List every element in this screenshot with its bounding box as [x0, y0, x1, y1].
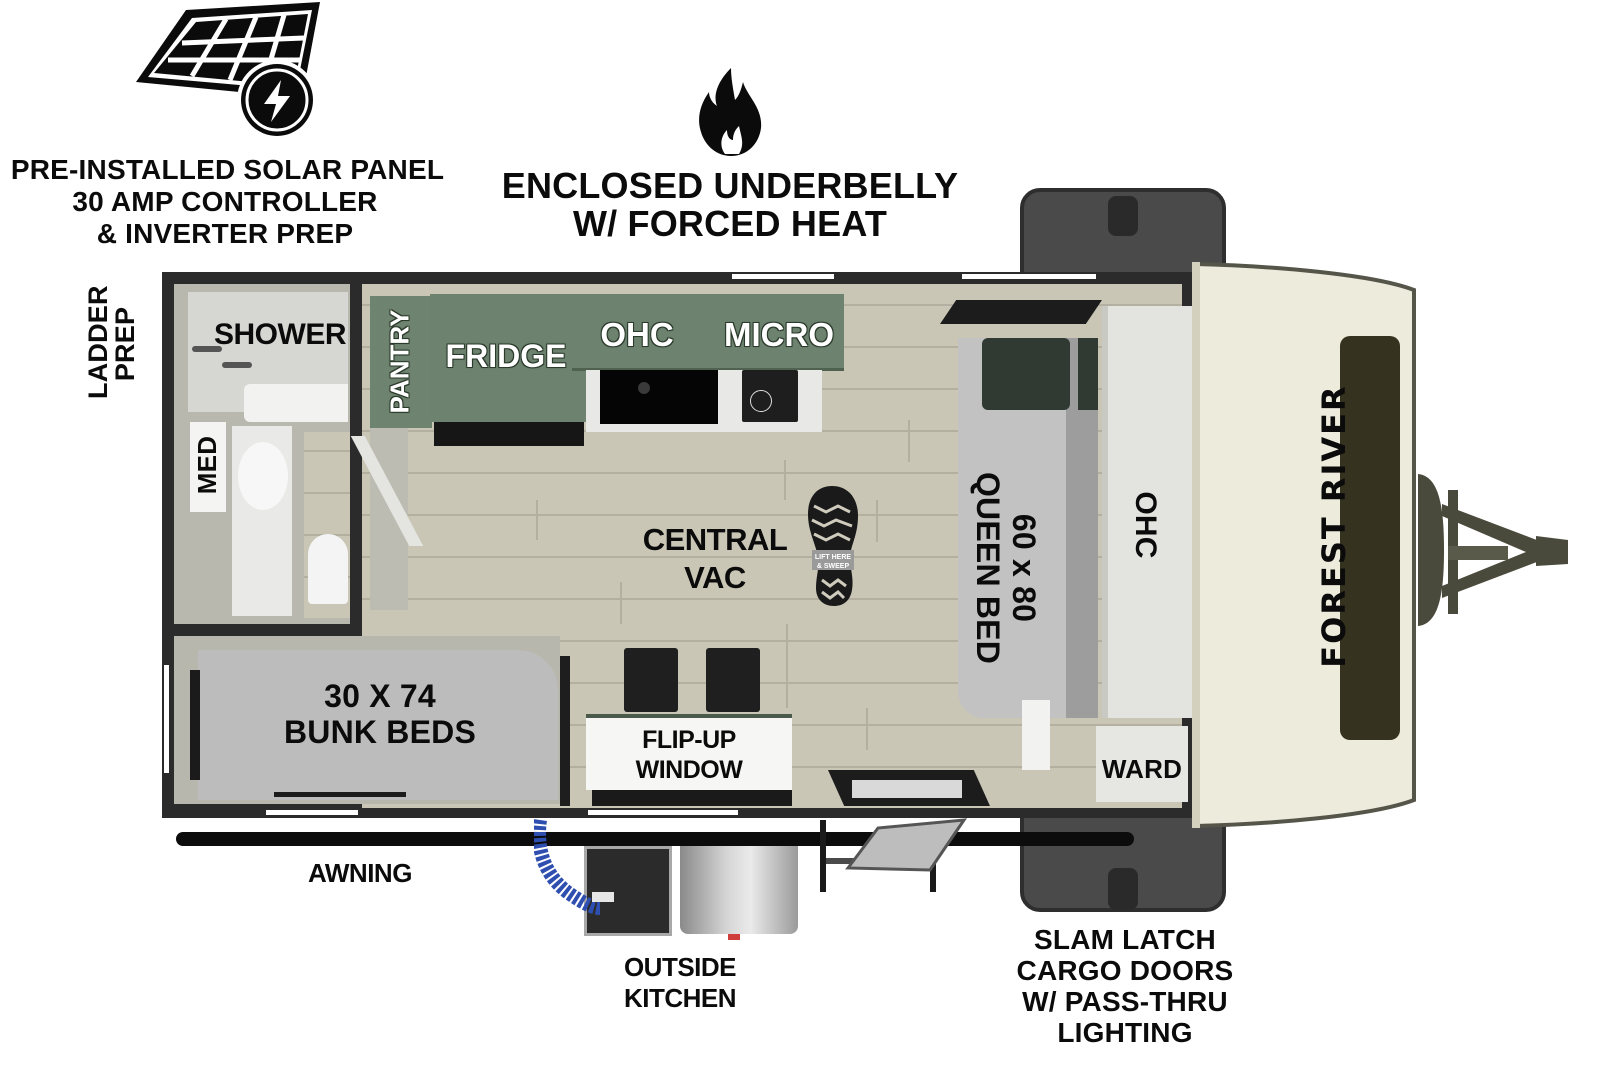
- plank-seam: [908, 420, 910, 462]
- shower-fixture-1: [192, 346, 222, 352]
- med-label: MED: [192, 435, 222, 495]
- solar-line-1: PRE-INSTALLED SOLAR PANEL: [10, 154, 445, 185]
- cooktop[interactable]: [742, 370, 798, 422]
- brand-logo: FOREST RIVER: [1315, 384, 1353, 668]
- cargo-door-top[interactable]: [1020, 188, 1226, 288]
- fridge-label: FRIDGE: [445, 338, 567, 374]
- window-top-1: [732, 274, 834, 279]
- bunk-foot-rail: [274, 792, 406, 797]
- queen-bed-label: 60 x 80 QUEEN BED: [960, 468, 1042, 668]
- trailer-hitch: [1418, 474, 1568, 626]
- solar-panel-icon: [136, 2, 320, 140]
- pillow-1: [982, 338, 1070, 410]
- grill-knob: [728, 934, 740, 940]
- fridge-shadow: [434, 422, 584, 446]
- cargo-line-4: LIGHTING: [1057, 1017, 1193, 1048]
- bunk-partition: [560, 656, 570, 806]
- bed-type: QUEEN BED: [970, 471, 1006, 665]
- cargo-latch-bottom: [1108, 868, 1138, 910]
- bathroom: SHOWER MED: [174, 284, 350, 624]
- plank-seam: [786, 624, 788, 708]
- solar-line-3: & INVERTER PREP: [96, 218, 354, 249]
- ladder-prep-label: LADDER PREP: [83, 285, 149, 399]
- cargo-latch-top: [1108, 196, 1138, 236]
- bed-size: 60 x 80: [1006, 513, 1042, 623]
- chair-right[interactable]: [706, 648, 760, 712]
- pillow-2: [1078, 338, 1098, 410]
- window-bottom-2: [588, 810, 738, 815]
- sink-drain: [638, 382, 650, 394]
- kitchen-ohc-label: OHC: [600, 316, 674, 353]
- flip-up-line-2: WINDOW: [635, 756, 743, 784]
- svg-text:& SWEEP: & SWEEP: [817, 563, 850, 570]
- awning-label: AWNING: [308, 858, 412, 888]
- bunk-mattress[interactable]: [198, 650, 558, 800]
- nightstand: [1022, 700, 1050, 770]
- cargo-line-1: SLAM LATCH: [1034, 924, 1216, 955]
- window-bottom-1: [266, 810, 358, 815]
- kitchen-cabinets: PANTRY FRIDGE OHC MICRO: [364, 290, 844, 450]
- overhead-cabinets[interactable]: [572, 294, 844, 371]
- flame-icon: [699, 68, 762, 156]
- central-vac-line-1: CENTRAL: [642, 522, 788, 557]
- med-cabinet: [190, 422, 226, 512]
- toilet: [308, 534, 348, 604]
- micro-label: MICRO: [724, 316, 834, 353]
- sink: [238, 442, 288, 510]
- entry-step[interactable]: [818, 818, 968, 898]
- floor-vent-glass: [852, 780, 962, 798]
- ladder-line-2: PREP: [110, 306, 140, 382]
- window-rear: [164, 665, 169, 773]
- shower-label: SHOWER: [214, 318, 347, 351]
- underbelly-line-1: ENCLOSED UNDERBELLY: [501, 165, 959, 206]
- boot-print-icon[interactable]: LIFT HERE & SWEEP: [806, 484, 860, 608]
- flip-up-table[interactable]: [586, 714, 792, 790]
- flip-up-window-frame[interactable]: [592, 790, 792, 806]
- bedroom-ohc-label: OHC: [1129, 491, 1162, 559]
- cargo-line-3: W/ PASS-THRU: [1022, 986, 1228, 1017]
- fridge[interactable]: [430, 294, 588, 422]
- ladder-line-1: LADDER: [83, 285, 113, 399]
- pantry-label: PANTRY: [384, 309, 415, 414]
- plank-seam: [784, 460, 786, 500]
- plank-seam: [866, 708, 868, 750]
- outside-sink: [584, 846, 672, 936]
- outside-kitchen-line-1: OUTSIDE: [623, 952, 737, 982]
- bunk-ladder-rail: [190, 670, 200, 780]
- outside-kitchen-line-2: KITCHEN: [623, 983, 737, 1013]
- plank-seam: [536, 500, 538, 540]
- plank-seam: [876, 500, 878, 542]
- outside-kitchen[interactable]: [584, 822, 824, 940]
- plank-seam: [620, 582, 622, 624]
- shower-curb: [244, 384, 348, 422]
- flip-up-line-1: FLIP-UP: [642, 726, 736, 754]
- cargo-feature: SLAM LATCH CARGO DOORS W/ PASS-THRU LIGH…: [990, 926, 1260, 1067]
- ward-label: WARD: [1101, 754, 1183, 784]
- burner: [750, 390, 772, 412]
- solar-line-2: 30 AMP CONTROLLER: [72, 186, 378, 217]
- pantry: [370, 296, 432, 428]
- shower-fixture-2: [222, 362, 252, 368]
- cargo-line-2: CARGO DOORS: [1016, 955, 1234, 986]
- underbelly-feature: ENCLOSED UNDERBELLY W/ FORCED HEAT: [490, 60, 970, 250]
- water-hose-icon: [534, 819, 614, 915]
- solar-feature: PRE-INSTALLED SOLAR PANEL 30 AMP CONTROL…: [0, 0, 460, 250]
- kitchen-sink[interactable]: [600, 370, 718, 424]
- wardrobe[interactable]: [1096, 726, 1188, 802]
- bunk-line-2: BUNK BEDS: [283, 714, 477, 750]
- bedroom-ohc[interactable]: [1102, 306, 1192, 718]
- bunk-line-1: 30 X 74: [324, 678, 436, 714]
- chair-left[interactable]: [624, 648, 678, 712]
- front-cap: [1192, 262, 1416, 828]
- outside-grill: [680, 846, 798, 934]
- roof-vent: [940, 300, 1102, 324]
- window-top-2: [962, 274, 1096, 279]
- central-vac-line-2: VAC: [684, 560, 746, 595]
- underbelly-line-2: W/ FORCED HEAT: [572, 203, 888, 244]
- svg-text:LIFT HERE: LIFT HERE: [815, 554, 851, 561]
- cargo-door-bottom[interactable]: [1020, 808, 1226, 912]
